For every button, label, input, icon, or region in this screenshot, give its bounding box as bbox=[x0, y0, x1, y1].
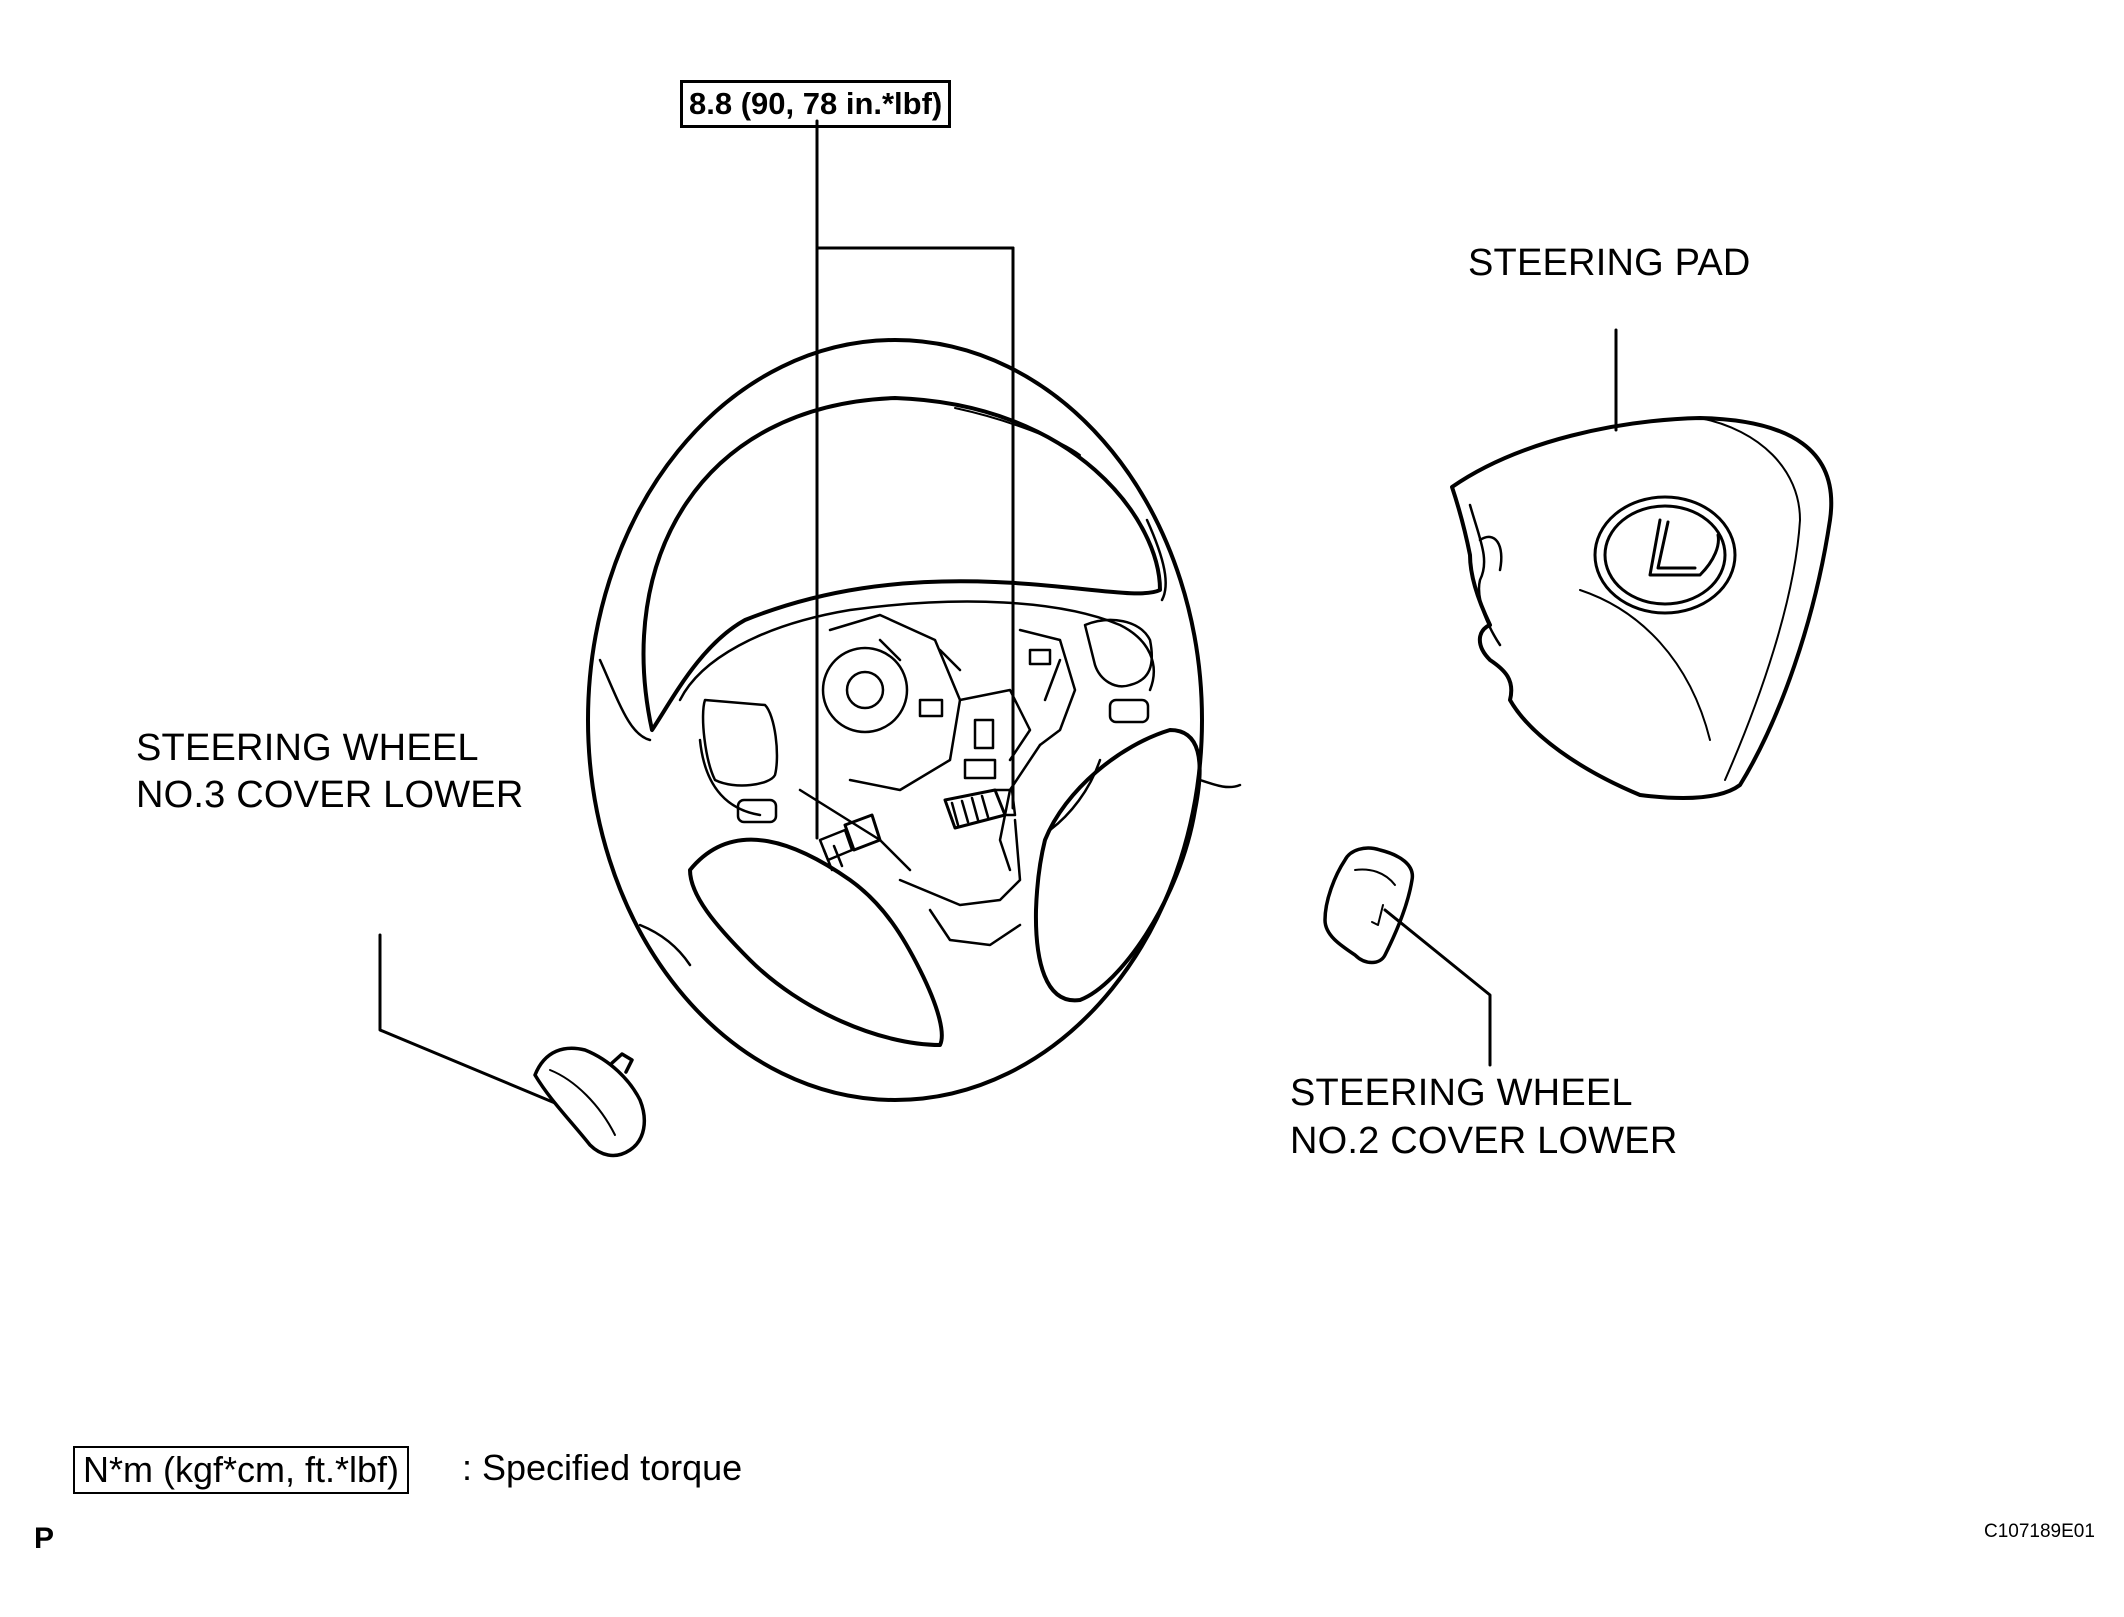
corner-mark: P bbox=[34, 1522, 55, 1555]
steering-pad bbox=[1450, 416, 1834, 800]
no3-cover-leader bbox=[378, 933, 557, 1105]
steering-pad-label: STEERING PAD bbox=[1468, 242, 1751, 284]
torque-legend-box: N*m (kgf*cm, ft.*lbf) bbox=[73, 1446, 410, 1494]
torque-legend-text: : Specified torque bbox=[462, 1447, 743, 1488]
lexus-logo-icon bbox=[1593, 495, 1737, 615]
no3-cover-lower-part bbox=[533, 1046, 647, 1158]
no2-cover-leader bbox=[1383, 908, 1492, 1067]
steering-wheel-inner-rim bbox=[598, 396, 1242, 1047]
figure-id: C107189E01 bbox=[1984, 1521, 2095, 1542]
steering-wheel bbox=[586, 338, 1204, 1102]
no3-cover-label-line1: STEERING WHEEL bbox=[136, 727, 479, 769]
torque-callout: 8.8 (90, 78 in.*lbf) bbox=[680, 80, 952, 128]
torque-leader-lines bbox=[815, 119, 1015, 840]
steering-wheel-hub bbox=[678, 600, 1155, 947]
no2-cover-label-line1: STEERING WHEEL bbox=[1290, 1072, 1633, 1114]
no2-cover-lower-part bbox=[1323, 846, 1415, 965]
no2-cover-label-line2: NO.2 COVER LOWER bbox=[1290, 1120, 1678, 1162]
no3-cover-label-line2: NO.3 COVER LOWER bbox=[136, 774, 524, 816]
